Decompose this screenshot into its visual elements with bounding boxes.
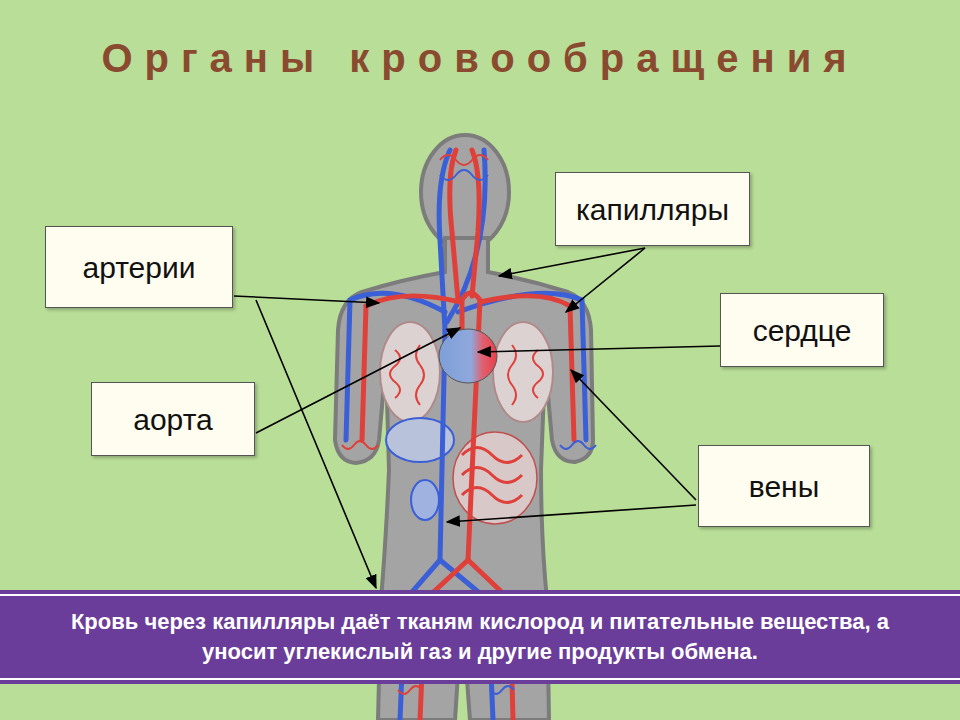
label-text: аорта: [133, 403, 212, 436]
organs: [380, 322, 553, 524]
leader-lines: [234, 248, 720, 588]
caption-band: Кровь через капилляры даёт тканям кислор…: [0, 590, 960, 684]
label-text: капилляры: [576, 193, 729, 226]
label-text: артерии: [83, 251, 196, 284]
title-row: Органы кровообращения: [0, 36, 960, 81]
label-text: сердце: [753, 314, 852, 347]
caption-frame: Кровь через капилляры даёт тканям кислор…: [0, 594, 960, 680]
label-box: сердце: [720, 293, 884, 367]
heart-organ: [439, 329, 497, 383]
diagram-title: Органы кровообращения: [101, 36, 858, 80]
caption-text: Кровь через капилляры даёт тканям кислор…: [40, 607, 920, 666]
label-box: капилляры: [555, 172, 750, 246]
label-box: аорта: [91, 382, 255, 456]
label-box: вены: [698, 445, 870, 527]
label-text: вены: [749, 470, 819, 503]
label-box: артерии: [45, 226, 233, 308]
